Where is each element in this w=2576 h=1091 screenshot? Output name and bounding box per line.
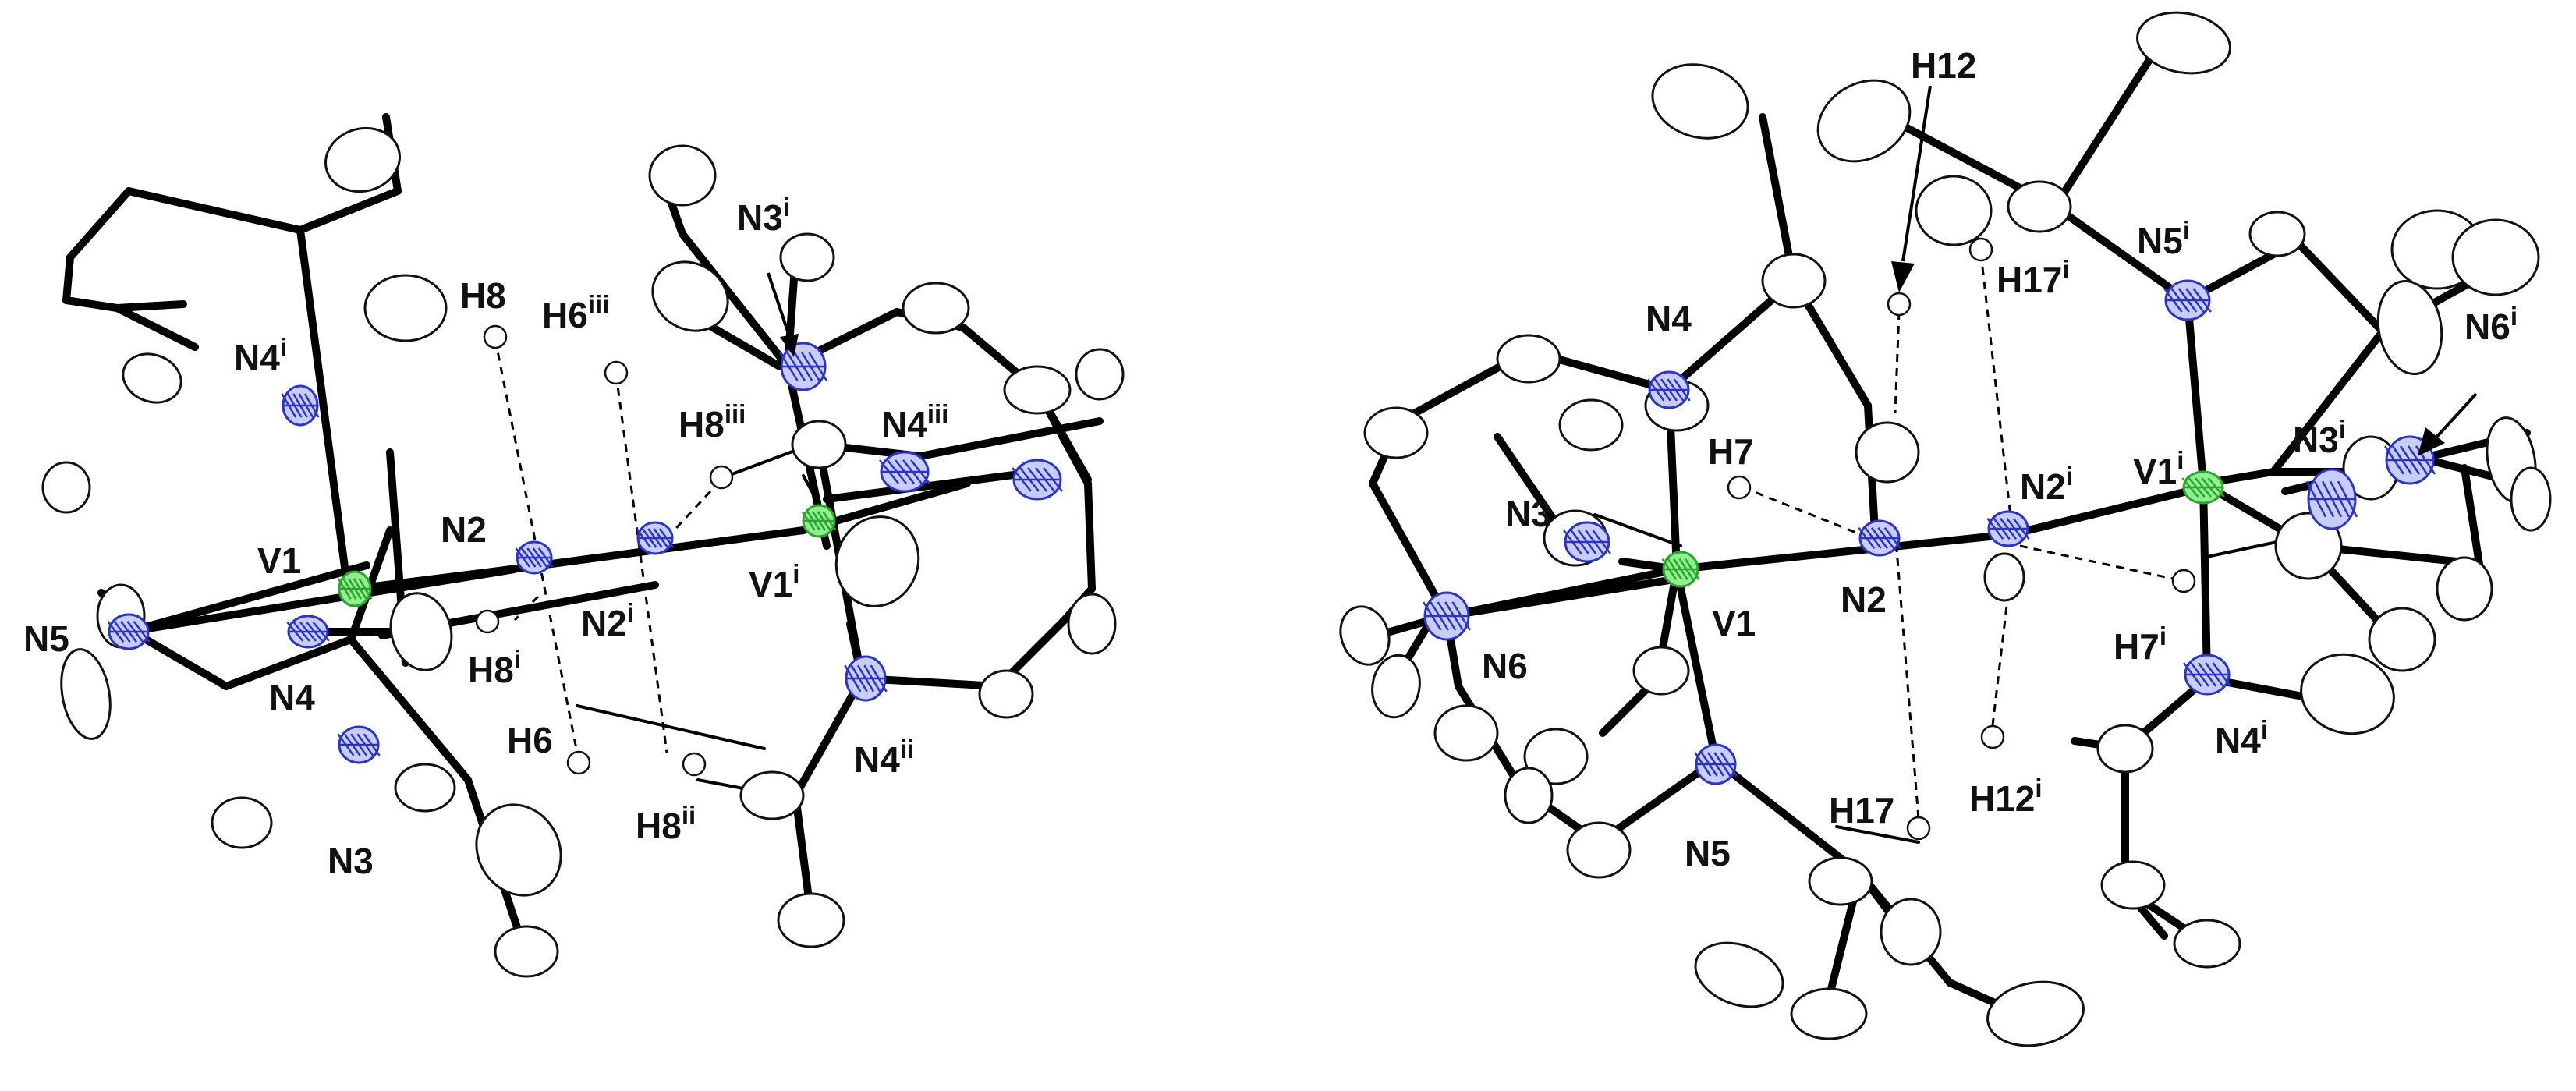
left-carbon-atoms <box>41 126 1125 978</box>
left-nitrogen-atoms <box>107 342 1063 764</box>
right-structure: H12 H17i N5i N4 N6i H7 N2i V1i N3i N3 V1… <box>1339 11 2552 1047</box>
ellipsoid-hatch <box>2183 662 2231 687</box>
ellipsoid-hatch <box>1986 518 2030 540</box>
label-n4ii: N4ii <box>854 735 914 780</box>
label-n2i: N2i <box>581 598 634 643</box>
left-hydrogen-atoms <box>475 324 734 777</box>
label-n4: N4 <box>269 677 315 717</box>
label-h7: H7 <box>1708 431 1754 472</box>
label-h8ii: H8ii <box>636 801 696 846</box>
right-vanadium-atoms <box>1661 470 2225 588</box>
label-h8iii: H8iii <box>679 399 746 445</box>
label-h8: H8 <box>460 275 506 316</box>
label-n3: N3 <box>328 841 374 881</box>
ellipsoid-hatch <box>636 528 675 548</box>
ellipsoid-hatch <box>107 621 151 643</box>
label-h17i: H17i <box>1997 255 2070 300</box>
left-vanadium-atoms <box>337 504 837 607</box>
right-hydrogen-bonds <box>1742 253 2184 820</box>
label-h17: H17 <box>1829 790 1894 831</box>
ellipsoid-hatch <box>337 578 373 600</box>
ellipsoid-hatch <box>2181 477 2225 498</box>
label-n4: N4 <box>1646 299 1692 339</box>
ellipsoid-hatch <box>1647 378 1691 402</box>
label-h12i: H12i <box>1969 774 2043 819</box>
right-hydrogen-atoms <box>1727 237 2196 841</box>
label-v1i: V1i <box>749 559 799 604</box>
label-n5: N5 <box>23 618 69 659</box>
ellipsoid-hatch <box>286 622 330 642</box>
label-n6: N6 <box>1482 646 1528 686</box>
label-v1i: V1i <box>2133 446 2184 491</box>
label-n2: N2 <box>1841 579 1887 620</box>
label-n4iii: N4iii <box>881 399 948 445</box>
ellipsoid-hatch <box>879 459 930 484</box>
label-n3: N3 <box>1505 494 1551 534</box>
right-carbon-atoms <box>1339 11 2552 1047</box>
label-h7i: H7i <box>2114 622 2167 667</box>
label-n5: N5 <box>1685 833 1731 873</box>
ellipsoid-hatch <box>1563 530 1611 554</box>
label-v1: V1 <box>257 540 301 581</box>
ellipsoid-hatch <box>2305 480 2358 518</box>
ellipsoid-hatch <box>779 352 827 381</box>
label-n2i: N2i <box>2020 462 2073 507</box>
label-h6: H6 <box>507 720 553 760</box>
label-h12: H12 <box>1911 45 1976 86</box>
ellipsoid-hatch <box>2163 288 2212 313</box>
label-h6iii: H6iii <box>542 290 609 335</box>
label-n4i: N4i <box>234 333 287 378</box>
right-labels: H12 H17i N5i N4 N6i H7 N2i V1i N3i N3 V1… <box>1482 45 2518 873</box>
right-arrow-n6i <box>2418 392 2478 456</box>
label-n3i: N3i <box>2293 415 2346 460</box>
label-n4i: N4i <box>2215 715 2268 760</box>
right-arrow-h12 <box>1891 85 1932 292</box>
left-structure: N4i H8 H6iii N3i H8iii N4iii V1 N2 N2i V… <box>23 113 1125 978</box>
ellipsoid-hatch <box>281 393 320 418</box>
left-arrow-n3i <box>767 272 799 357</box>
ellipsoid-hatch <box>1012 467 1063 492</box>
label-n6i: N6i <box>2464 302 2518 347</box>
ellipsoid-hatch <box>801 511 837 531</box>
label-n2: N2 <box>441 509 487 550</box>
label-n3i: N3i <box>737 193 790 238</box>
label-v1: V1 <box>1712 603 1756 643</box>
label-n5i: N5i <box>2137 216 2190 261</box>
ellipsoid-hatch <box>1423 601 1471 631</box>
ellipsoid-hatch <box>515 547 554 568</box>
ellipsoid-hatch <box>1661 558 1700 580</box>
right-nitrogen-atoms <box>1423 279 2436 785</box>
ellipsoid-hatch <box>1694 752 1738 777</box>
ellipsoid-hatch <box>337 733 381 756</box>
left-labels: N4i H8 H6iii N3i H8iii N4iii V1 N2 N2i V… <box>23 193 948 881</box>
label-h8i: H8i <box>468 645 521 690</box>
ellipsoid-hatch <box>844 664 888 693</box>
ellipsoid-hatch <box>1858 527 1901 549</box>
